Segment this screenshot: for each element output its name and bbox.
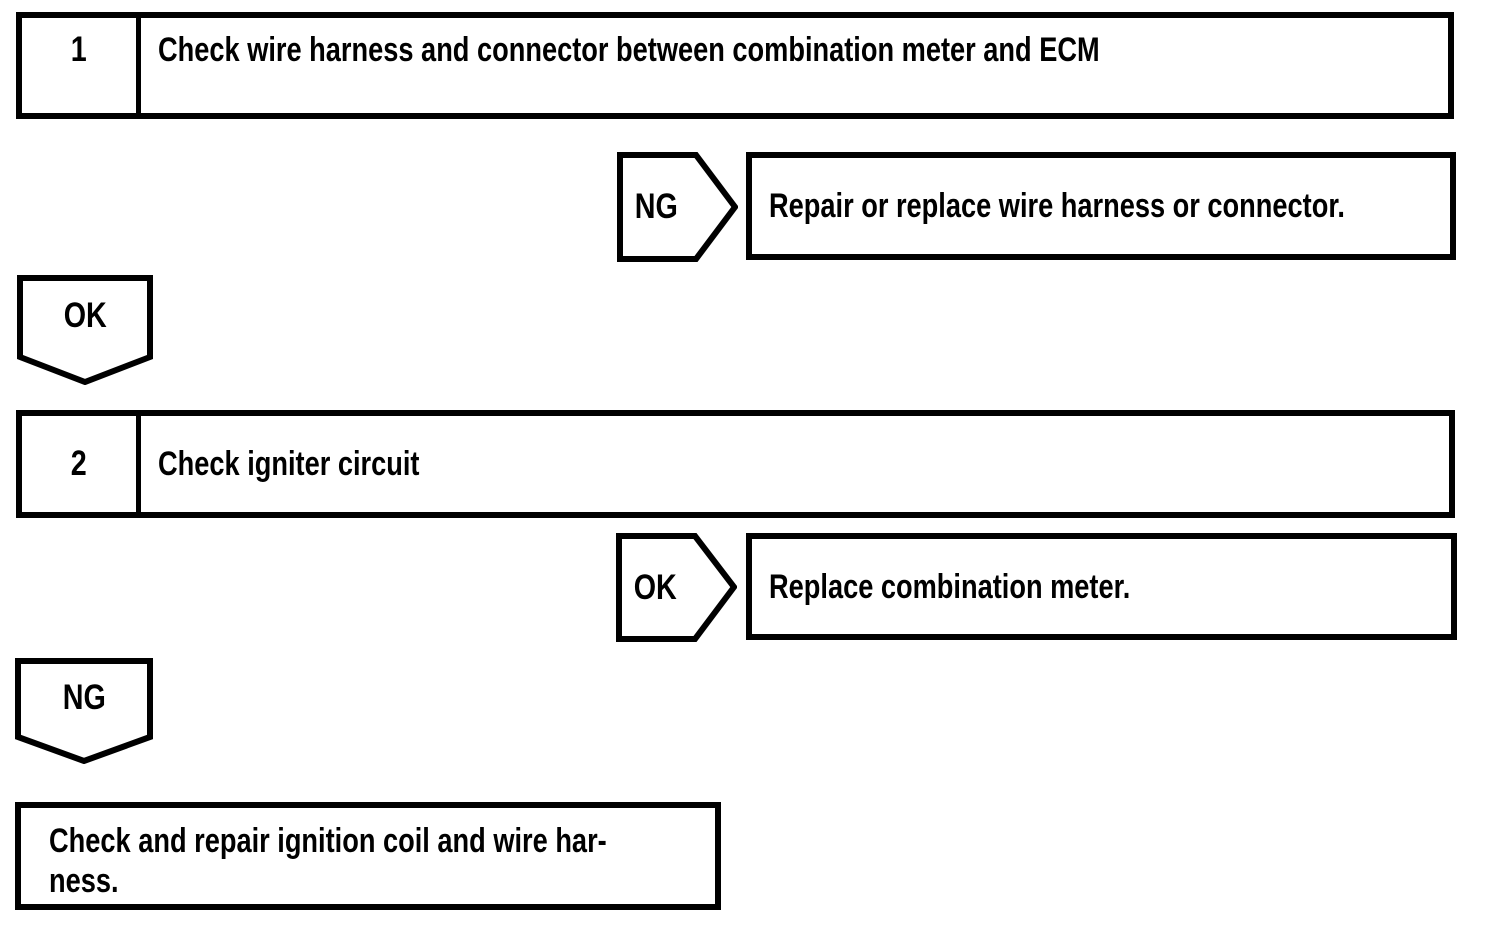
- final-action-box: Check and repair ignition coil and wire …: [15, 802, 721, 910]
- step-1-number: 1: [71, 30, 87, 69]
- step-2-title-cell: Check igniter circuit: [141, 416, 1449, 512]
- step-1-title-cell: Check wire harness and connector between…: [141, 18, 1448, 113]
- step-1-number-cell: 1: [22, 18, 141, 113]
- ng-flow-connector-label: NG: [62, 677, 106, 717]
- ok-branch-arrow-label-zone: OK: [616, 533, 695, 642]
- step-2-title: Check igniter circuit: [158, 445, 420, 483]
- ng-branch-arrow: NG: [617, 152, 738, 262]
- ok-flow-connector: OK: [17, 275, 153, 385]
- ng-flow-connector-label-zone: NG: [15, 658, 153, 737]
- ng-flow-connector: NG: [15, 658, 153, 764]
- final-action-line-1: Check and repair ignition coil and wire …: [49, 822, 607, 860]
- right-pentagon-shape: [616, 533, 737, 642]
- ok-branch-arrow-label: OK: [633, 567, 678, 607]
- ok-result-text: Replace combination meter.: [769, 567, 1131, 606]
- final-action-line-2: ness.: [49, 862, 119, 900]
- ok-flow-connector-label: OK: [63, 296, 107, 335]
- ng-result-box: Repair or replace wire harness or connec…: [746, 152, 1456, 260]
- down-pentagon-shape: [17, 275, 153, 385]
- step-1-box: 1 Check wire harness and connector betwe…: [16, 12, 1454, 119]
- step-2-number: 2: [71, 444, 87, 483]
- step-1-title: Check wire harness and connector between…: [158, 31, 1100, 69]
- right-pentagon-shape: [617, 152, 738, 262]
- ng-branch-arrow-label: NG: [634, 187, 679, 226]
- ok-flow-connector-label-zone: OK: [17, 275, 153, 357]
- down-pentagon-shape: [15, 658, 153, 764]
- step-2-box: 2 Check igniter circuit: [16, 410, 1455, 518]
- ng-branch-arrow-label-zone: NG: [617, 152, 696, 262]
- step-2-number-cell: 2: [22, 416, 141, 512]
- ng-result-text: Repair or replace wire harness or connec…: [769, 187, 1345, 225]
- ok-branch-arrow: OK: [616, 533, 737, 642]
- ok-result-box: Replace combination meter.: [746, 533, 1457, 640]
